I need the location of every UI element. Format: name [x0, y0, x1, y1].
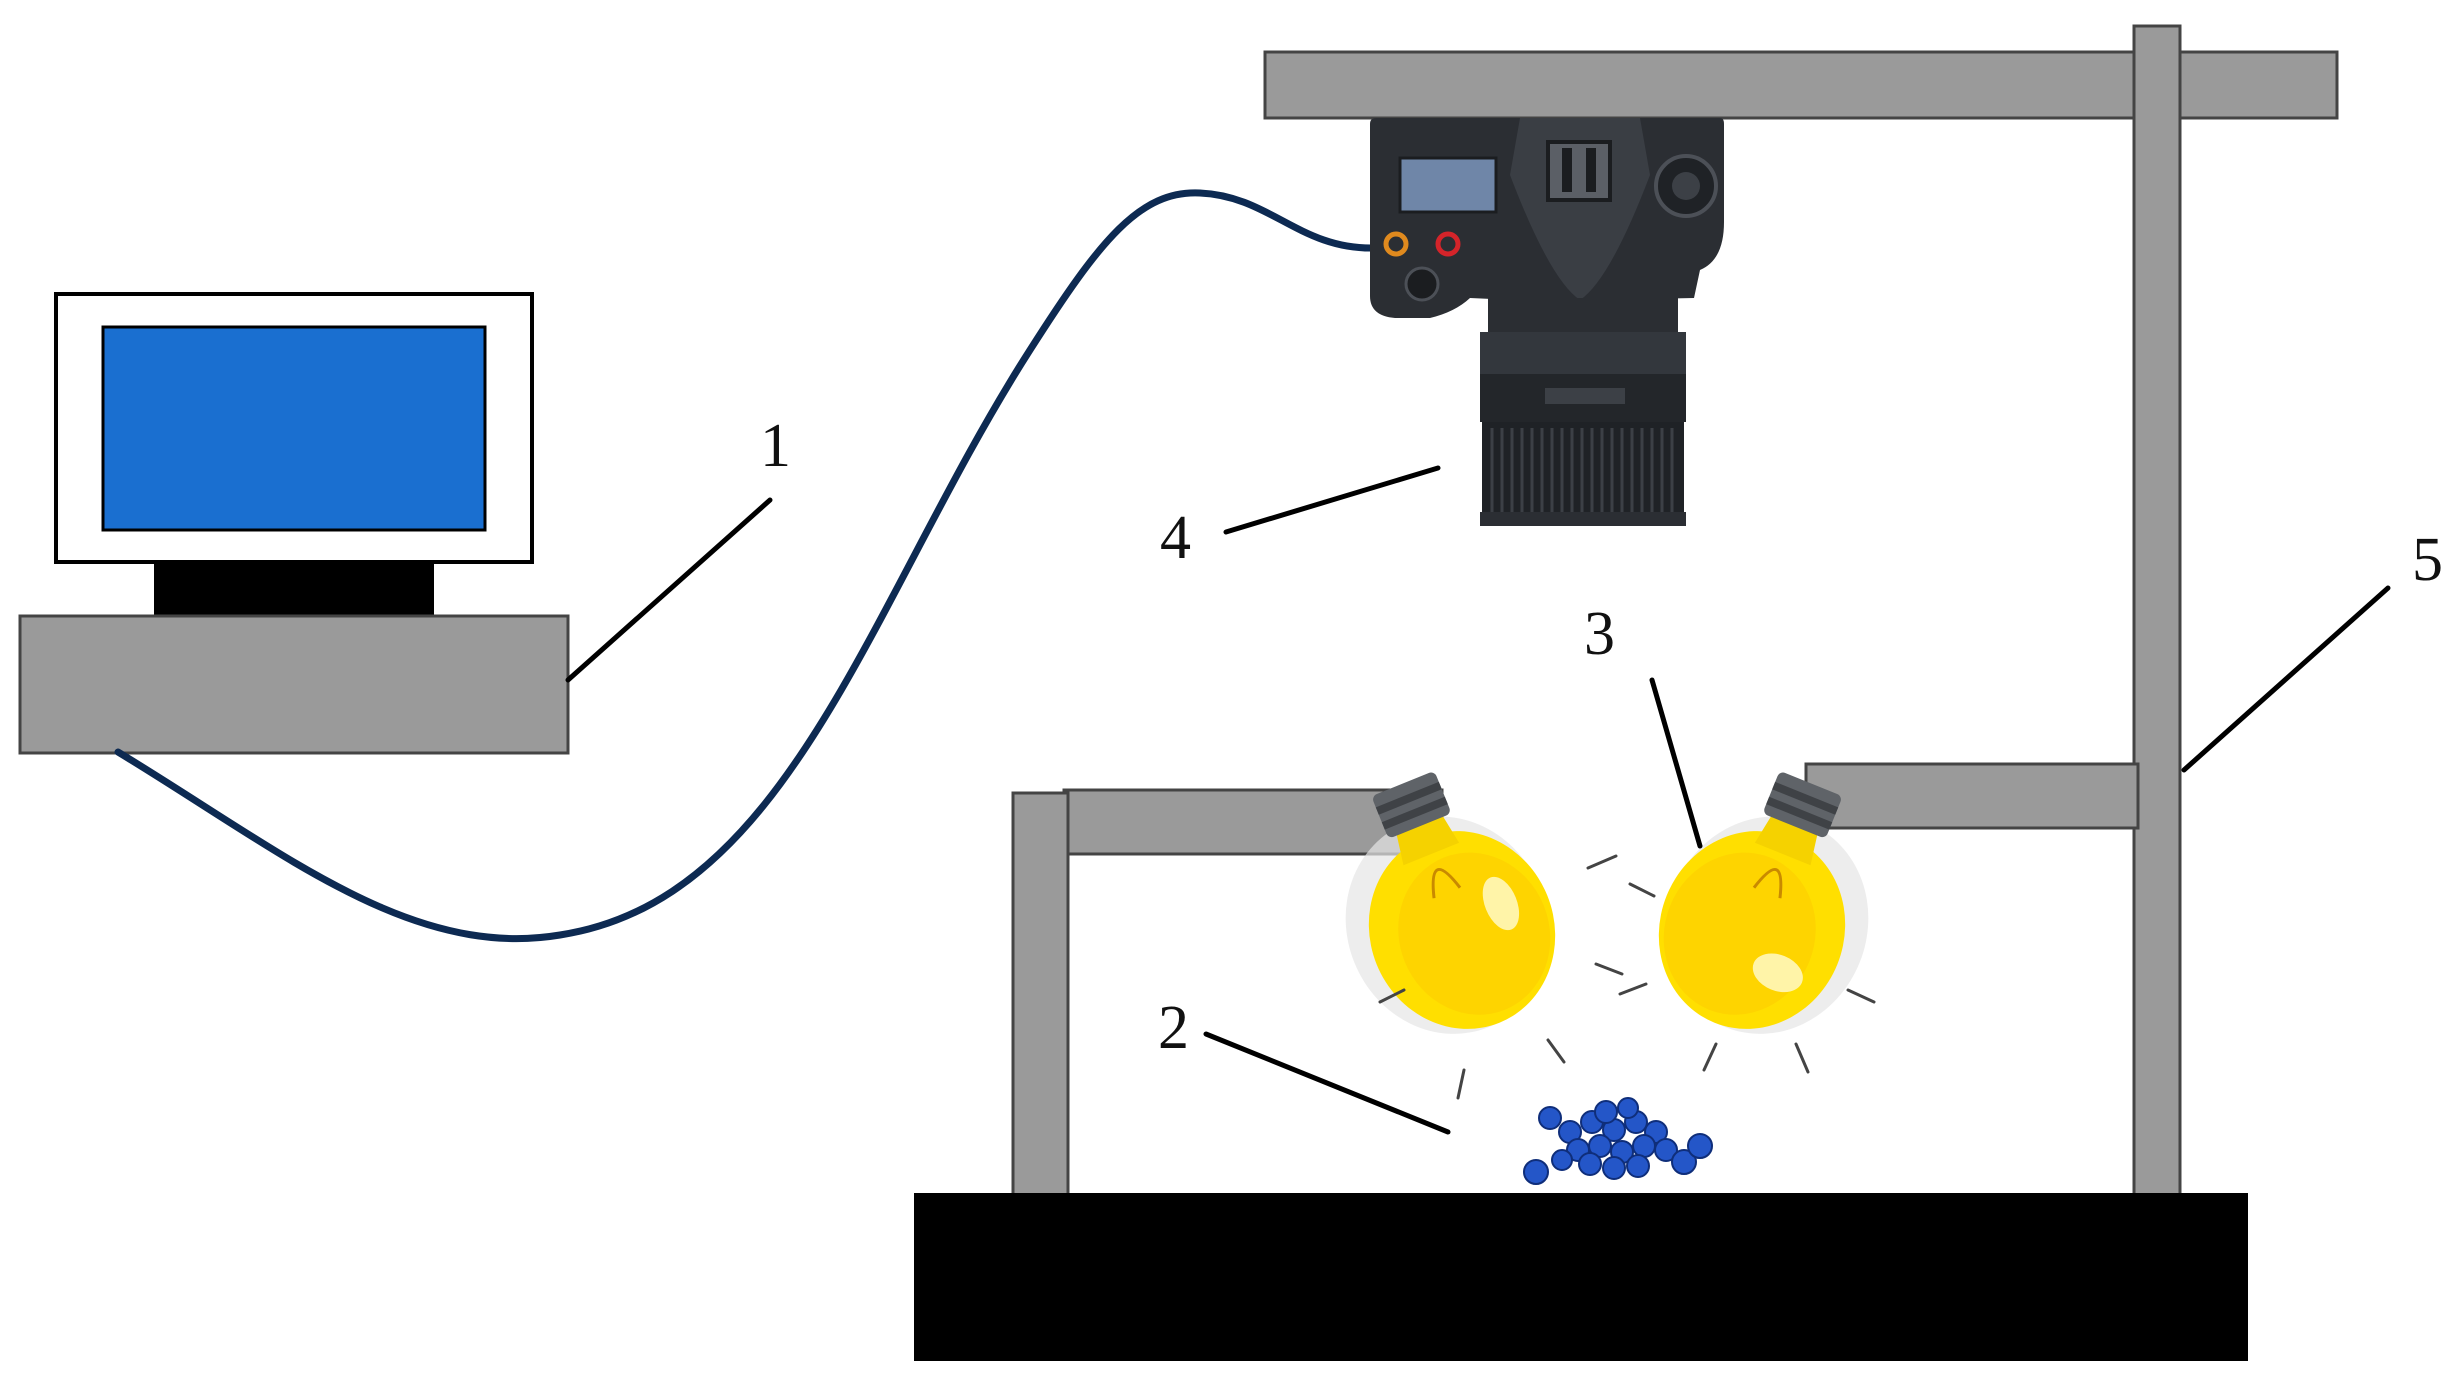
camera-knob: [1404, 266, 1440, 302]
camera-prism: [1510, 118, 1650, 300]
label-stand: 5: [2412, 526, 2443, 594]
leader-line-4: [1223, 465, 1441, 535]
leader-line-1: [565, 497, 773, 683]
viewfinder-slot: [1562, 148, 1572, 192]
lamp-arm-right: [1804, 762, 2140, 830]
left-post: [1011, 791, 1070, 1198]
camera-lcd: [1398, 156, 1498, 214]
light-bulb-icon: [1345, 772, 1876, 1100]
computer-icon: [18, 292, 570, 755]
lens-band-mark: [1545, 388, 1625, 404]
lens-ridges: [1490, 428, 1674, 512]
viewfinder-slot-2: [1586, 148, 1596, 192]
computer-base: [18, 614, 570, 755]
monitor-screen: [101, 325, 487, 532]
monitor-stand: [154, 562, 434, 616]
label-samples: 2: [1158, 994, 1189, 1062]
lens-front: [1480, 512, 1686, 526]
leader-line-5: [2181, 585, 2391, 773]
port-orange-icon: [1383, 231, 1409, 257]
lamp-right: [1658, 772, 1869, 1034]
viewfinder-window: [1546, 140, 1612, 202]
cable: [114, 189, 1379, 943]
lamp-left: [1345, 772, 1556, 1034]
base-platform: [914, 1193, 2248, 1361]
light-rays: [1378, 854, 1876, 1100]
camera-icon: [1370, 118, 1724, 526]
lens-upper: [1480, 332, 1686, 374]
lens-mount: [1488, 298, 1678, 334]
label-camera: 4: [1160, 504, 1191, 572]
label-computer: 1: [760, 412, 791, 480]
port-red-icon: [1435, 231, 1461, 257]
bulb-glass: [1368, 831, 1556, 1029]
samples-icon: [1523, 1097, 1713, 1185]
leader-line-3: [1649, 677, 1703, 849]
camera-dial-center: [1672, 172, 1700, 200]
vertical-post: [2132, 24, 2182, 1198]
leader-line-2: [1203, 1031, 1451, 1135]
label-lamps: 3: [1584, 600, 1615, 668]
